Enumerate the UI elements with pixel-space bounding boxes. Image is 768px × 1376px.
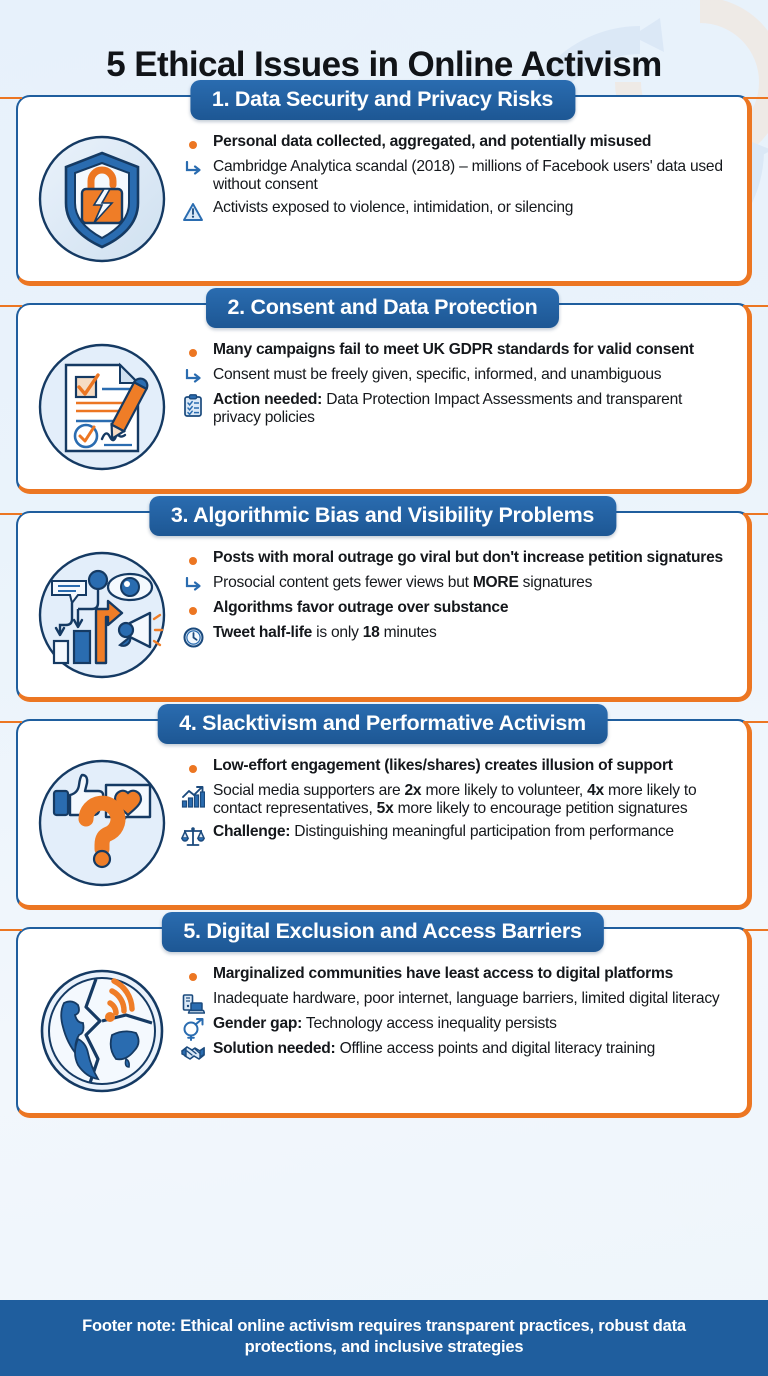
bullet-lead: Solution needed: — [213, 1040, 336, 1057]
rule-left — [0, 513, 22, 515]
arrow-hook-icon — [180, 366, 206, 386]
bullet-item: Challenge: Distinguishing meaningful par… — [180, 823, 729, 847]
section-2-bullets: Many campaigns fail to meet UK GDPR stan… — [180, 335, 733, 427]
bullet-dot-icon — [180, 965, 206, 985]
gender-symbols-icon — [180, 1015, 206, 1041]
rule-left — [0, 305, 22, 307]
bullet-text: Low-effort engagement (likes/shares) cre… — [213, 757, 673, 774]
bullet-text: Prosocial content gets fewer views but M… — [213, 574, 593, 591]
rule-right — [743, 97, 768, 99]
section-3-header: 3. Algorithmic Bias and Visibility Probl… — [148, 496, 617, 536]
section-5-header: 5. Digital Exclusion and Access Barriers — [161, 912, 604, 952]
bullet-item: Solution needed: Offline access points a… — [180, 1040, 729, 1060]
bullet-text: Action needed: Data Protection Impact As… — [213, 391, 683, 427]
rule-right — [743, 721, 768, 723]
bullet-item: Cambridge Analytica scandal (2018) – mil… — [180, 158, 729, 194]
bullet-text: Social media supporters are 2x more like… — [213, 782, 697, 818]
bullet-dot-icon — [180, 757, 206, 777]
warning-triangle-icon — [180, 199, 206, 222]
clipboard-checklist-icon — [180, 391, 206, 417]
bullet-item: Marginalized communities have least acce… — [180, 965, 729, 985]
section-1-card: 1. Data Security and Privacy Risks — [0, 80, 768, 286]
rule-left — [0, 929, 22, 931]
scales-balance-icon — [180, 823, 206, 847]
section-2-header: 2. Consent and Data Protection — [205, 288, 560, 328]
bullet-text: Solution needed: Offline access points a… — [213, 1040, 656, 1057]
bullet-dot-icon — [180, 599, 206, 619]
shield-broken-padlock-icon — [32, 127, 172, 267]
rule-right — [743, 305, 768, 307]
bullet-text: Challenge: Distinguishing meaningful par… — [213, 823, 674, 841]
bullet-item: Algorithms favor outrage over substance — [180, 599, 729, 619]
section-5-card: 5. Digital Exclusion and Access Barriers — [0, 912, 768, 1118]
bullet-dot-icon — [180, 133, 206, 153]
bullet-item: Activists exposed to violence, intimidat… — [180, 199, 729, 222]
section-4: 4. Slacktivism and Performative Activism — [0, 704, 768, 910]
section-4-bullets: Low-effort engagement (likes/shares) cre… — [180, 751, 733, 847]
bullet-item: Low-effort engagement (likes/shares) cre… — [180, 757, 729, 777]
bullet-item: Consent must be freely given, specific, … — [180, 366, 729, 386]
arrow-hook-icon — [180, 158, 206, 178]
bullet-text: Consent must be freely given, specific, … — [213, 366, 662, 383]
computer-laptop-icon — [180, 990, 206, 1014]
bullet-lead: Tweet half-life — [213, 624, 313, 641]
bullet-text: Gender gap: Technology access inequality… — [213, 1015, 557, 1032]
bullet-text: Tweet half-life is only 18 minutes — [213, 624, 437, 641]
bullet-lead: Gender gap: — [213, 1015, 303, 1032]
thumbs-up-heart-question-icon — [32, 751, 172, 891]
arrow-hook-icon — [180, 574, 206, 594]
rule-right — [743, 929, 768, 931]
section-4-header: 4. Slacktivism and Performative Activism — [157, 704, 608, 744]
section-5: 5. Digital Exclusion and Access Barriers — [0, 912, 768, 1118]
bullet-dot-icon — [180, 549, 206, 569]
section-1-header: 1. Data Security and Privacy Risks — [189, 80, 576, 120]
section-3-card: 3. Algorithmic Bias and Visibility Probl… — [0, 496, 768, 702]
algorithm-chart-megaphone-eye-icon — [32, 543, 172, 683]
bullet-item: Tweet half-life is only 18 minutes — [180, 624, 729, 648]
bar-chart-growth-icon — [180, 782, 206, 808]
bullet-text: Many campaigns fail to meet UK GDPR stan… — [213, 341, 694, 358]
bullet-item: Prosocial content gets fewer views but M… — [180, 574, 729, 594]
rule-left — [0, 721, 22, 723]
bullet-emphasis: 18 — [362, 624, 380, 641]
section-2: 2. Consent and Data Protection — [0, 288, 768, 494]
bullet-item: Inadequate hardware, poor internet, lang… — [180, 990, 729, 1014]
bullet-emphasis: MORE — [472, 574, 519, 591]
bullet-item: Many campaigns fail to meet UK GDPR stan… — [180, 341, 729, 361]
bullet-text: Inadequate hardware, poor internet, lang… — [213, 990, 720, 1007]
section-1-bullets: Personal data collected, aggregated, and… — [180, 127, 733, 222]
section-3: 3. Algorithmic Bias and Visibility Probl… — [0, 496, 768, 702]
section-5-bullets: Marginalized communities have least acce… — [180, 959, 733, 1060]
bullet-text: Activists exposed to violence, intimidat… — [213, 199, 574, 217]
bullet-text: Cambridge Analytica scandal (2018) – mil… — [213, 158, 723, 194]
document-checklist-pen-icon — [32, 335, 172, 475]
section-4-card: 4. Slacktivism and Performative Activism — [0, 704, 768, 910]
section-2-card: 2. Consent and Data Protection — [0, 288, 768, 494]
bullet-item: Personal data collected, aggregated, and… — [180, 133, 729, 153]
bullet-lead: Action needed: — [213, 391, 323, 408]
bullet-text: Algorithms favor outrage over substance — [213, 599, 509, 616]
sections-container: 1. Data Security and Privacy Risks — [0, 80, 768, 1118]
bullet-item: Gender gap: Technology access inequality… — [180, 1015, 729, 1041]
rule-right — [743, 513, 768, 515]
bullet-item: Social media supporters are 2x more like… — [180, 782, 729, 818]
handshake-icon — [180, 1040, 206, 1060]
section-3-bullets: Posts with moral outrage go viral but do… — [180, 543, 733, 648]
footer-note: Footer note: Ethical online activism req… — [0, 1299, 768, 1376]
rule-left — [0, 97, 22, 99]
bullet-item: Posts with moral outrage go viral but do… — [180, 549, 729, 569]
cracked-globe-wifi-icon — [32, 959, 172, 1099]
bullet-lead: Challenge: — [213, 823, 291, 841]
bullet-text: Posts with moral outrage go viral but do… — [213, 549, 723, 566]
clock-icon — [180, 624, 206, 648]
section-1: 1. Data Security and Privacy Risks — [0, 80, 768, 286]
bullet-text: Personal data collected, aggregated, and… — [213, 133, 652, 150]
bullet-text: Marginalized communities have least acce… — [213, 965, 674, 982]
bullet-item: Action needed: Data Protection Impact As… — [180, 391, 729, 427]
bullet-dot-icon — [180, 341, 206, 361]
